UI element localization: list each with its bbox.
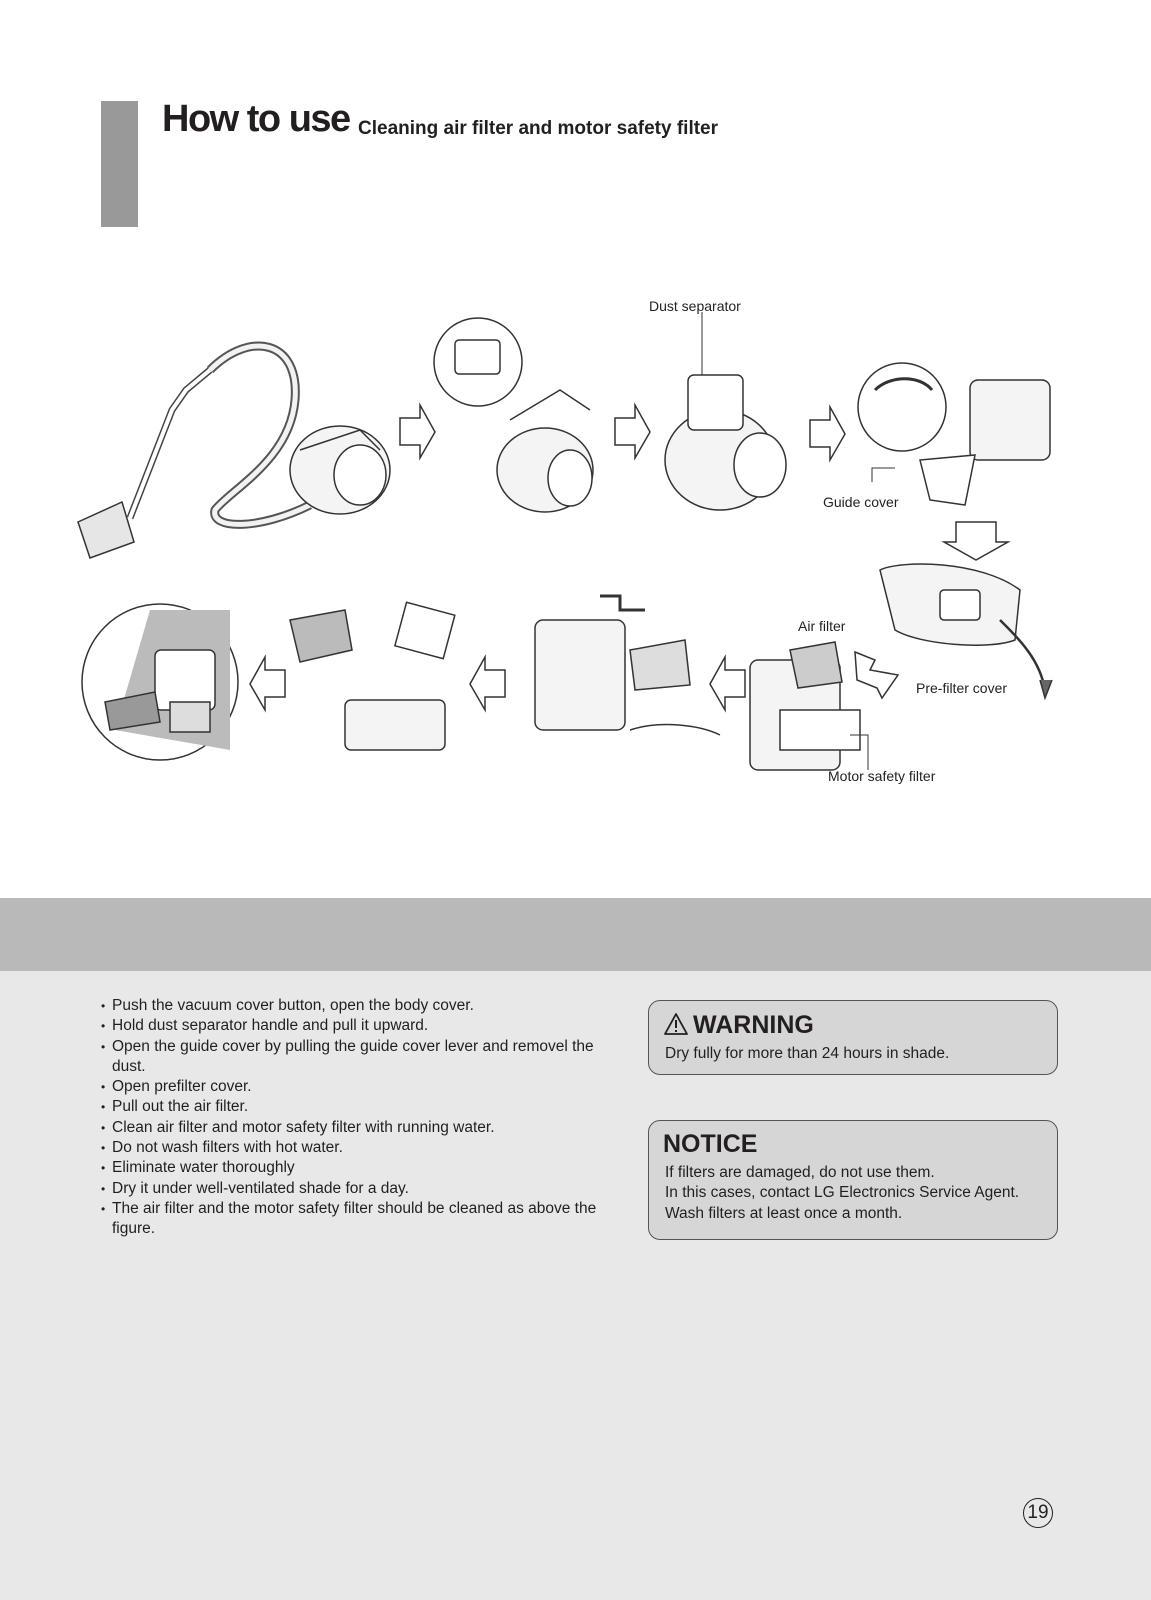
list-item: Push the vacuum cover button, open the b… [101, 996, 621, 1016]
guide-cover-illustration [857, 362, 1051, 506]
label-pre-filter-cover: Pre-filter cover [916, 680, 1008, 696]
list-item: Pull out the air filter. [101, 1097, 621, 1117]
notice-text: If filters are damaged, do not use them.… [665, 1163, 1019, 1224]
label-guide-cover: Guide cover [823, 494, 899, 510]
list-item: Open the guide cover by pulling the guid… [101, 1037, 621, 1078]
list-item: Do not wash filters with hot water. [101, 1138, 621, 1158]
label-air-filter: Air filter [798, 618, 846, 634]
step-arrow-icon [941, 521, 1011, 561]
warning-text: Dry fully for more than 24 hours in shad… [665, 1045, 950, 1062]
list-item: Eliminate water thoroughly [101, 1158, 621, 1178]
vacuum-illustration [77, 341, 391, 559]
pre-filter-cover-illustration [879, 563, 1053, 701]
dust-separator-illustration [664, 312, 787, 511]
list-item: Hold dust separator handle and pull it u… [101, 1016, 621, 1036]
step-arrow-icon [854, 650, 900, 700]
notice-line: If filters are damaged, do not use them. [665, 1164, 935, 1181]
page-title: How to use [162, 98, 351, 140]
notice-line: Wash filters at least once a month. [665, 1204, 903, 1222]
instruction-figure: Dust separator Guide cover Air filter Pr… [60, 290, 1110, 810]
list-item: The air filter and the motor safety filt… [101, 1199, 621, 1240]
list-item: Open prefilter cover. [101, 1077, 621, 1097]
label-motor-safety-filter: Motor safety filter [828, 768, 936, 784]
step-arrow-icon [249, 654, 286, 713]
warning-box: WARNING Dry fully for more than 24 hours… [648, 1000, 1058, 1075]
warning-heading: WARNING [693, 1011, 814, 1039]
page-number: 19 [1023, 1498, 1053, 1528]
air-filter-illustration [749, 641, 869, 771]
washing-illustration [534, 594, 721, 736]
warning-triangle-icon [664, 1013, 688, 1035]
step-arrow-icon [614, 402, 651, 461]
open-cover-illustration [433, 317, 594, 513]
section-band-dark [0, 898, 1151, 971]
notice-box: NOTICE If filters are damaged, do not us… [648, 1120, 1058, 1240]
step-arrow-icon [469, 654, 506, 713]
notice-heading: NOTICE [663, 1130, 758, 1158]
section-side-bar [101, 101, 138, 227]
eliminate-water-illustration [289, 601, 456, 751]
step-arrow-icon [399, 402, 436, 461]
page-subtitle: Cleaning air filter and motor safety fil… [358, 118, 719, 139]
list-item: Dry it under well-ventilated shade for a… [101, 1179, 621, 1199]
step-arrow-icon [709, 654, 746, 713]
instruction-list: Push the vacuum cover button, open the b… [101, 996, 621, 1240]
dry-in-shade-illustration [81, 603, 239, 761]
list-item: Clean air filter and motor safety filter… [101, 1118, 621, 1138]
label-dust-separator: Dust separator [649, 298, 741, 314]
step-arrow-icon [809, 404, 846, 463]
notice-line: In this cases, contact LG Electronics Se… [665, 1184, 1020, 1202]
